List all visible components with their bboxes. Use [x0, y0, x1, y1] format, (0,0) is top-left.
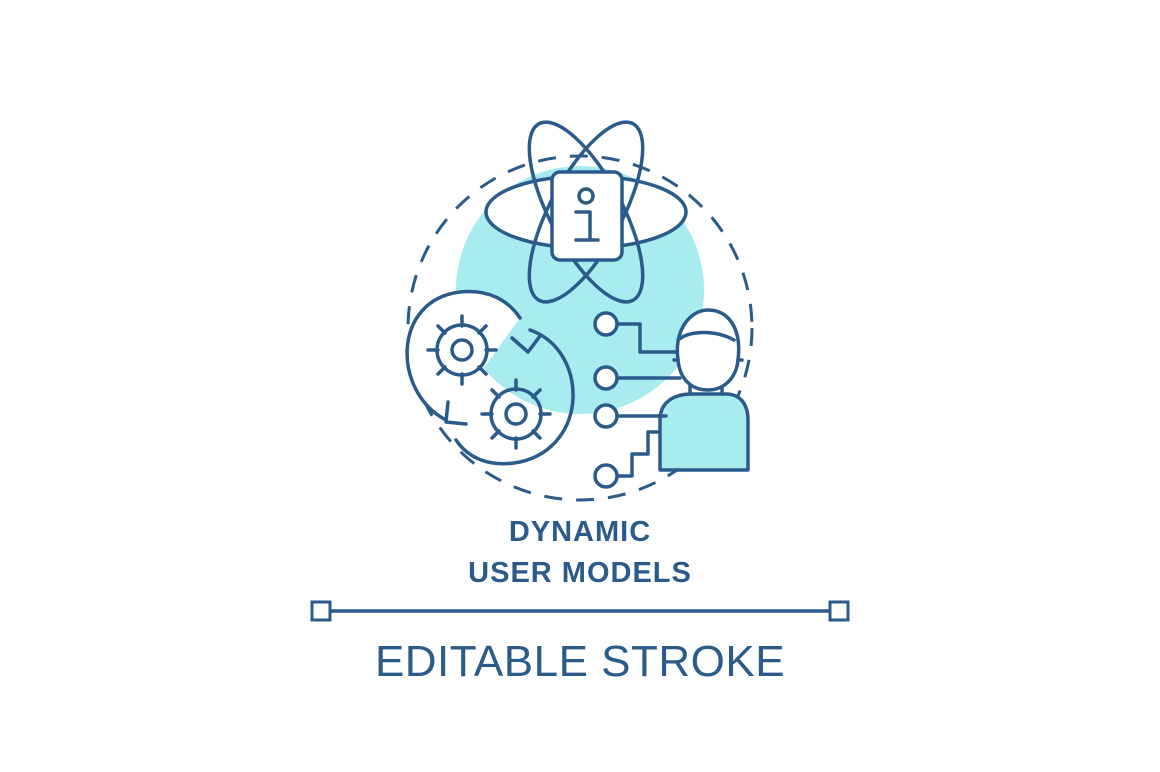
editable-stroke-caption: EDITABLE STROKE	[374, 637, 786, 686]
info-icon	[550, 170, 624, 262]
stroke-handle-icon	[310, 600, 850, 622]
title-line-2: USER MODELS	[468, 557, 692, 589]
user-icon	[658, 308, 750, 472]
title-line-1: DYNAMIC	[508, 516, 652, 548]
connector-nodes-icon	[593, 311, 682, 489]
gears-cycle-icon	[405, 289, 575, 466]
